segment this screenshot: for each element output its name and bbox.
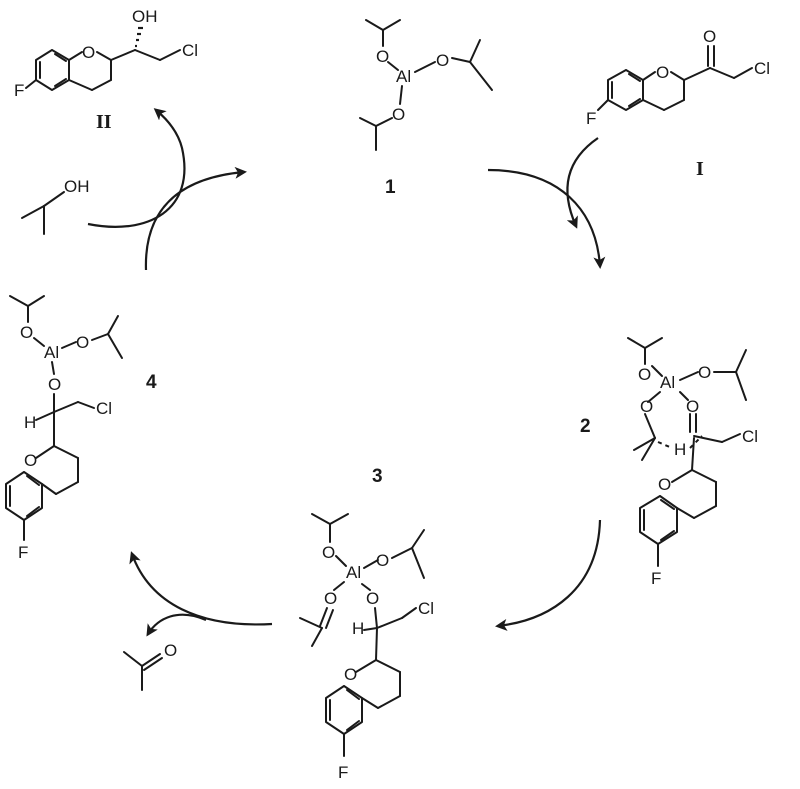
- chlorine-atom: Cl: [96, 399, 112, 418]
- isopropanol: OH: [21, 177, 90, 235]
- oxygen-atom: O: [48, 375, 61, 394]
- chlorine-atom: Cl: [182, 41, 198, 60]
- oxygen-atom: O: [698, 363, 711, 382]
- aluminum-atom: Al: [660, 373, 675, 392]
- compound-2: Al O O O O H Cl O: [580, 337, 758, 588]
- compound-II-label: II: [96, 111, 112, 133]
- chlorine-atom: Cl: [742, 427, 758, 446]
- hydrogen-atom: H: [352, 619, 364, 638]
- reaction-arrows: [87, 108, 606, 637]
- carbonyl-oxygen: O: [164, 641, 177, 660]
- oxygen-atom: O: [322, 543, 335, 562]
- fluorine-atom: F: [586, 109, 596, 128]
- compound-4: Al O O O H Cl O F 4: [5, 295, 157, 562]
- oxygen-atom: O: [686, 397, 699, 416]
- compound-II: F O OH Cl II: [14, 7, 198, 133]
- fluorine-atom: F: [14, 81, 24, 100]
- arrow-step-1-to-2: [487, 168, 606, 269]
- compound-4-label: 4: [146, 372, 157, 393]
- oxygen-atom: O: [24, 451, 37, 470]
- compound-3: 3 Al O O O O H Cl O: [299, 466, 434, 782]
- compound-1: Al O O O 1: [359, 19, 493, 198]
- oxygen-atom: O: [656, 63, 669, 82]
- hydroxyl-group: OH: [64, 177, 90, 196]
- oxygen-atom: O: [638, 365, 651, 384]
- hydrogen-atom: H: [674, 440, 686, 459]
- arrow-substrate-entry: [566, 137, 599, 229]
- aluminum-atom: Al: [396, 67, 411, 86]
- acetone: O: [123, 641, 177, 691]
- oxygen-atom: O: [376, 551, 389, 570]
- oxygen-atom: O: [376, 47, 389, 66]
- hydroxyl-group: OH: [132, 7, 158, 26]
- arrow-step-3-to-4: [129, 551, 273, 626]
- compound-I: F O O Cl I: [586, 27, 770, 180]
- compound-1-label: 1: [385, 177, 396, 198]
- oxygen-atom: O: [82, 43, 95, 62]
- aluminum-atom: Al: [346, 563, 361, 582]
- arrow-step-2-to-3: [495, 519, 602, 631]
- oxygen-atom: O: [436, 51, 449, 70]
- fluorine-atom: F: [338, 763, 348, 782]
- oxygen-atom: O: [392, 105, 405, 124]
- carbonyl-oxygen: O: [703, 27, 716, 46]
- hydrogen-atom: H: [24, 413, 36, 432]
- aluminum-atom: Al: [44, 343, 59, 362]
- oxygen-atom: O: [640, 397, 653, 416]
- compound-I-label: I: [696, 158, 704, 180]
- oxygen-atom: O: [344, 665, 357, 684]
- fluorine-atom: F: [651, 569, 661, 588]
- oxygen-atom: O: [324, 589, 337, 608]
- compound-3-label: 3: [372, 466, 383, 487]
- oxygen-atom: O: [20, 323, 33, 342]
- fluorine-atom: F: [18, 543, 28, 562]
- oxygen-atom: O: [366, 589, 379, 608]
- arrow-step-4-to-1: [144, 166, 247, 271]
- oxygen-atom: O: [76, 333, 89, 352]
- compound-2-label: 2: [580, 416, 591, 437]
- oxygen-atom: O: [658, 475, 671, 494]
- arrow-acetone-release: [146, 613, 207, 637]
- chlorine-atom: Cl: [418, 599, 434, 618]
- arrow-product-release: [87, 108, 186, 228]
- chlorine-atom: Cl: [754, 59, 770, 78]
